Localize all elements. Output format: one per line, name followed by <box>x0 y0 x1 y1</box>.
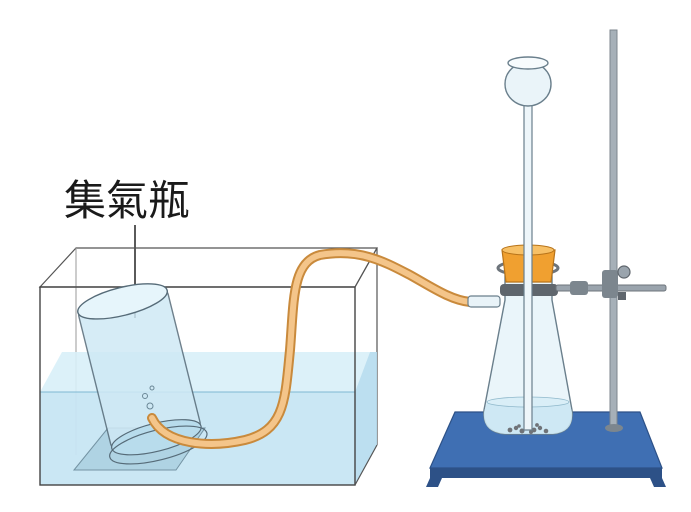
gas-jar-label: 集氣瓶 <box>64 176 190 225</box>
stand-rod <box>609 29 618 429</box>
thistle-funnel <box>504 56 552 431</box>
clamp-arm <box>555 265 667 300</box>
gas-bubbles <box>142 385 155 410</box>
metal-granules <box>507 423 549 434</box>
flask-side-arm <box>467 295 501 308</box>
